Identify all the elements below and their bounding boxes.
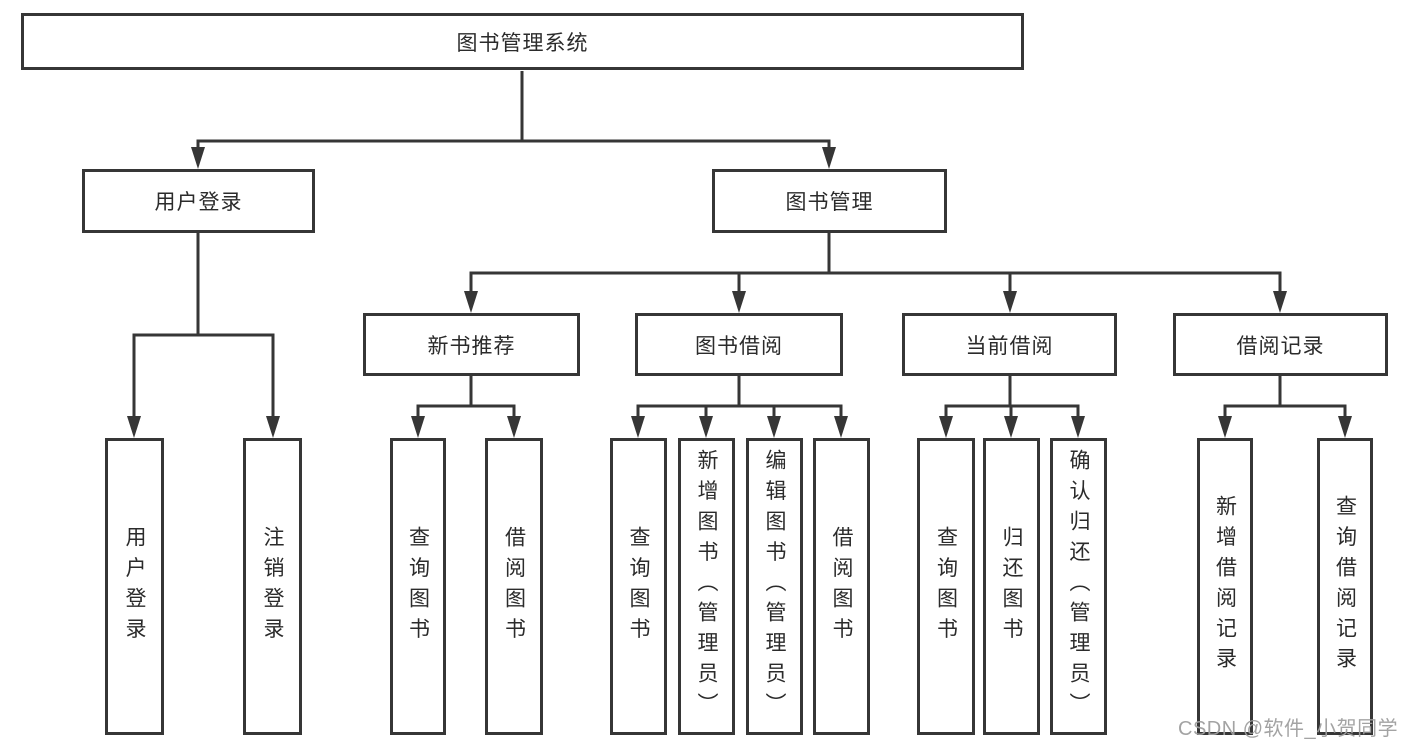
node-label: 借阅图书 bbox=[502, 525, 526, 648]
node-book-management: 图书管理 bbox=[712, 169, 947, 233]
node-label: 注销登录 bbox=[261, 525, 284, 648]
watermark-text: CSDN @软件_小贺同学 bbox=[1178, 718, 1399, 740]
node-label: 用户登录 bbox=[154, 191, 243, 214]
leaf-bb-edit-book-admin: 编辑图书（管理员） bbox=[746, 438, 803, 735]
arrowhead bbox=[732, 291, 746, 313]
leaf-bb-borrow-book: 借阅图书 bbox=[813, 438, 870, 735]
leaf-nb-borrow-book: 借阅图书 bbox=[485, 438, 543, 735]
arrowhead bbox=[507, 416, 521, 438]
node-label: 确认归还（管理员） bbox=[1067, 449, 1090, 724]
node-label: 图书借阅 bbox=[695, 334, 783, 358]
node-label: 查询图书 bbox=[406, 525, 430, 648]
connector-book-management-children bbox=[469, 233, 1282, 298]
node-label: 图书管理系统 bbox=[456, 31, 589, 55]
connector-new-book-recommend-children bbox=[416, 376, 516, 422]
arrowhead bbox=[127, 416, 141, 438]
node-book-borrow: 图书借阅 bbox=[635, 313, 843, 376]
arrowhead bbox=[1004, 416, 1018, 438]
arrowhead bbox=[1218, 416, 1232, 438]
node-label: 归还图书 bbox=[1000, 525, 1023, 648]
connector-borrow-record-children bbox=[1223, 376, 1347, 422]
leaf-cb-return-book: 归还图书 bbox=[983, 438, 1040, 735]
arrowhead bbox=[1003, 291, 1017, 313]
node-label: 编辑图书（管理员） bbox=[763, 449, 786, 724]
leaf-nb-query-book: 查询图书 bbox=[390, 438, 446, 735]
connector-book-borrow-children bbox=[636, 376, 843, 422]
arrowhead bbox=[1071, 416, 1085, 438]
node-label: 当前借阅 bbox=[965, 334, 1054, 358]
leaf-cb-confirm-return-admin: 确认归还（管理员） bbox=[1050, 438, 1107, 735]
arrowhead bbox=[1338, 416, 1352, 438]
arrowhead bbox=[939, 416, 953, 438]
leaf-bb-add-book-admin: 新增图书（管理员） bbox=[678, 438, 735, 735]
node-label: 新书推荐 bbox=[427, 334, 516, 358]
arrowhead bbox=[767, 416, 781, 438]
arrowhead bbox=[631, 416, 645, 438]
arrowhead bbox=[266, 416, 280, 438]
node-label: 借阅记录 bbox=[1236, 334, 1325, 358]
arrowhead bbox=[191, 147, 205, 169]
leaf-br-add-record: 新增借阅记录 bbox=[1197, 438, 1253, 735]
leaf-br-query-record: 查询借阅记录 bbox=[1317, 438, 1373, 735]
arrowhead bbox=[464, 291, 478, 313]
node-label: 图书管理 bbox=[785, 191, 874, 214]
node-new-book-recommend: 新书推荐 bbox=[363, 313, 580, 376]
node-user-login: 用户登录 bbox=[82, 169, 315, 233]
arrowheads bbox=[127, 147, 1352, 438]
node-label: 借阅图书 bbox=[830, 525, 853, 648]
connector-root-to-level2 bbox=[196, 71, 831, 152]
node-current-borrow: 当前借阅 bbox=[902, 313, 1117, 376]
arrowhead bbox=[834, 416, 848, 438]
node-label: 用户登录 bbox=[123, 525, 146, 648]
node-label: 查询图书 bbox=[934, 525, 958, 648]
arrowhead bbox=[822, 147, 836, 169]
arrowhead bbox=[699, 416, 713, 438]
node-label: 查询借阅记录 bbox=[1333, 495, 1357, 678]
connector-user-login-children bbox=[132, 233, 275, 422]
node-label: 查询图书 bbox=[627, 525, 650, 648]
node-label: 新增图书（管理员） bbox=[695, 449, 718, 724]
leaf-cb-query-book: 查询图书 bbox=[917, 438, 975, 735]
node-borrow-record: 借阅记录 bbox=[1173, 313, 1388, 376]
node-label: 新增借阅记录 bbox=[1213, 495, 1237, 678]
leaf-logout: 注销登录 bbox=[243, 438, 302, 735]
node-library-management-system: 图书管理系统 bbox=[21, 13, 1024, 70]
arrowhead bbox=[411, 416, 425, 438]
leaf-bb-query-book: 查询图书 bbox=[610, 438, 667, 735]
leaf-user-login: 用户登录 bbox=[105, 438, 164, 735]
arrowhead bbox=[1273, 291, 1287, 313]
connector-current-borrow-children bbox=[944, 376, 1080, 422]
